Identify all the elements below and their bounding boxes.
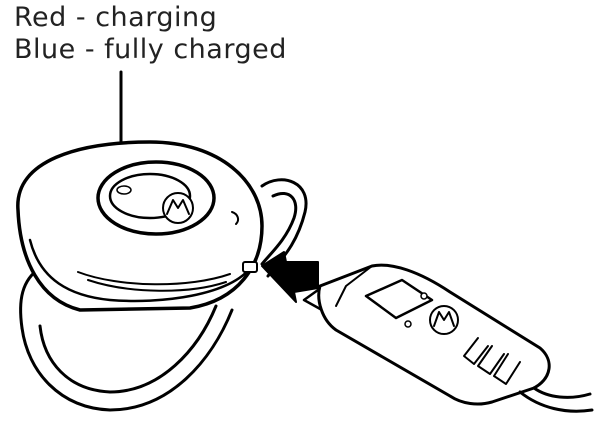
led-status-callout: Red - charging Blue - fully charged	[14, 2, 287, 66]
charger-motorola-logo-icon	[429, 305, 459, 335]
arrow-right-icon	[261, 251, 319, 303]
callout-line-fully-charged: Blue - fully charged	[14, 34, 287, 65]
headset-body	[16, 140, 264, 312]
charger-plug	[302, 263, 594, 413]
motorola-logo-icon	[162, 192, 194, 224]
charging-port	[242, 261, 258, 273]
ear-hook	[19, 178, 308, 412]
led-indicator	[116, 185, 132, 195]
callout-line-charging: Red - charging	[14, 2, 218, 33]
